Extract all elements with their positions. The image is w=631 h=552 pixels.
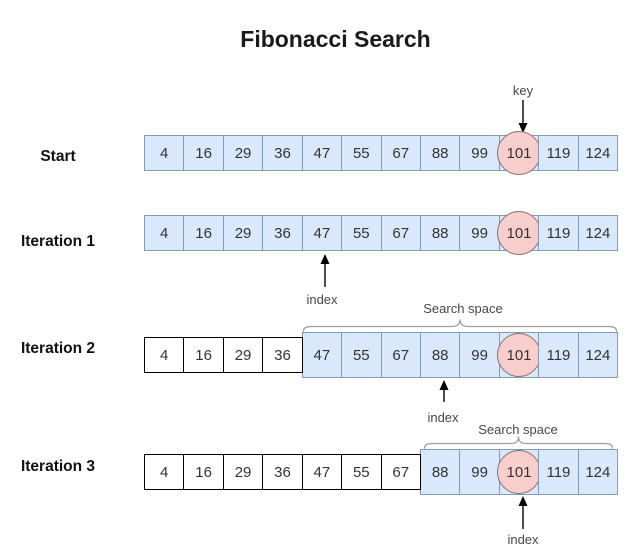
array-cell: 47 [301,135,343,171]
row-label-iteration-2: Iteration 2 [20,340,96,357]
array-cell-key: 101 [497,131,541,175]
array-cell: 124 [577,135,619,171]
array-row-iteration-1: 4 16 29 36 47 55 67 88 99 101 119 124 [144,211,619,255]
array-cell: 124 [577,449,619,495]
array-cell: 99 [459,332,500,378]
cell-value: 101 [506,224,532,242]
array-cell-key: 101 [497,449,541,495]
array-cell: 88 [419,449,461,495]
array-cell-excluded: 47 [301,454,343,490]
array-cell: 67 [380,215,421,251]
array-cell-excluded: 55 [341,454,382,490]
array-cell: 119 [538,449,579,495]
array-cell: 47 [301,332,343,378]
array-cell: 67 [380,332,421,378]
key-label: key [512,83,534,98]
array-cell-excluded: 29 [222,454,264,490]
index-label: index [507,532,539,547]
array-cell: 67 [380,135,421,171]
array-cell-key: 101 [497,211,541,255]
key-arrow-down-icon [518,100,528,133]
array-cell: 55 [341,135,382,171]
array-cell-excluded: 4 [144,454,185,490]
search-space-label: Search space [423,301,503,316]
array-cell: 36 [262,215,303,251]
array-cell: 124 [577,215,619,251]
cell-value: 101 [506,346,532,364]
array-cell-excluded: 4 [144,337,185,373]
array-row-start: 4 16 29 36 47 55 67 88 99 101 119 124 [144,131,619,175]
index-arrow-up-icon [439,380,449,402]
array-cell: 55 [341,215,382,251]
array-cell: 55 [341,332,382,378]
array-cell: 99 [459,135,500,171]
array-cell-excluded: 36 [262,454,303,490]
array-cell: 99 [459,449,500,495]
array-row-iteration-2: 4 16 29 36 47 55 67 88 99 101 119 124 [144,332,619,378]
array-cell-excluded: 29 [222,337,264,373]
cell-value: 101 [506,463,532,481]
array-cell: 29 [222,215,264,251]
index-arrow-up-icon [518,496,528,529]
array-cell-excluded: 67 [380,454,421,490]
row-label-start: Start [40,148,76,165]
array-cell: 124 [577,332,619,378]
row-label-iteration-3: Iteration 3 [20,458,96,475]
array-cell: 36 [262,135,303,171]
index-label: index [427,410,459,425]
array-cell-excluded: 16 [183,454,224,490]
array-row-iteration-3: 4 16 29 36 47 55 67 88 99 101 119 124 [144,449,619,495]
search-space-brace-icon [424,436,613,451]
cell-value: 101 [506,144,532,162]
array-cell: 16 [183,215,224,251]
array-cell: 88 [419,332,461,378]
key-circle [497,333,541,377]
index-arrow-up-icon [320,254,330,287]
array-cell: 4 [144,135,185,171]
index-label: index [306,292,338,307]
row-label-iteration-1: Iteration 1 [20,233,96,250]
array-cell: 47 [301,215,343,251]
diagram-title: Fibonacci Search [240,26,431,52]
array-cell: 119 [538,215,579,251]
array-cell: 4 [144,215,185,251]
array-cell: 99 [459,215,500,251]
array-cell: 16 [183,135,224,171]
array-cell: 29 [222,135,264,171]
array-cell: 119 [538,135,579,171]
array-cell: 88 [419,215,461,251]
key-circle [497,450,541,494]
search-space-brace-icon [303,319,617,334]
array-cell-key: 101 [497,332,541,378]
array-cell: 88 [419,135,461,171]
search-space-label: Search space [478,422,558,437]
array-cell-excluded: 16 [183,337,224,373]
array-cell: 119 [538,332,579,378]
array-cell-excluded: 36 [262,337,303,373]
